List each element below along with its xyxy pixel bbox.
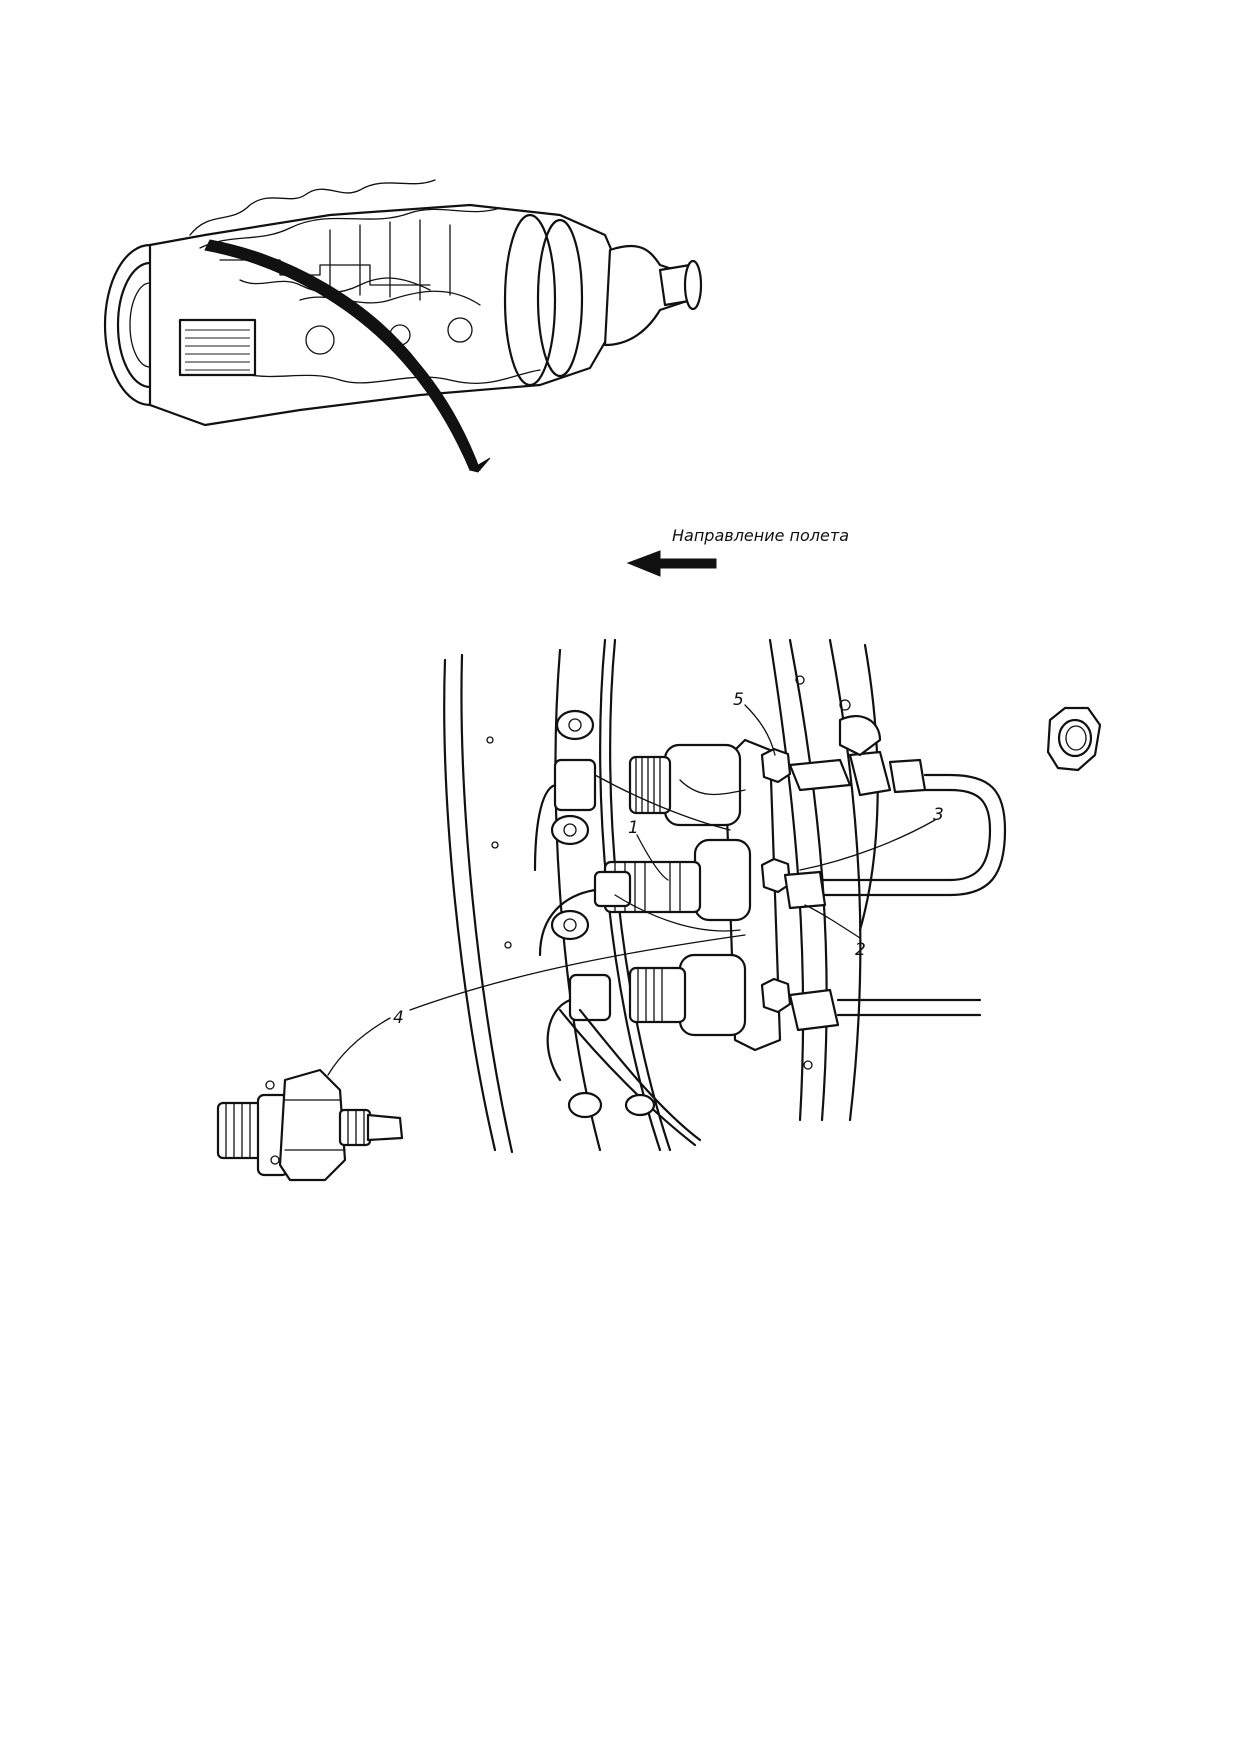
- callout-2: 2: [855, 940, 866, 960]
- callout-4: 4: [393, 1008, 404, 1028]
- flight-direction-indicator: Направление полета: [626, 526, 849, 577]
- callout-1: 1: [628, 818, 639, 838]
- arrow-left-icon: [626, 550, 717, 577]
- callout-3: 3: [933, 805, 944, 825]
- leader-line-5: [744, 704, 776, 756]
- callout-5: 5: [733, 690, 744, 710]
- leader-line-4b: [327, 1017, 391, 1076]
- loose-sensor: [216, 1068, 404, 1182]
- leader-line-1: [636, 834, 669, 881]
- flight-direction-label: Направление полета: [672, 526, 849, 545]
- leader-line-4: [409, 934, 746, 1011]
- sensor-mount-detail-illustration: [216, 638, 1102, 1182]
- engine-overview-illustration: [103, 179, 703, 473]
- leader-line-3: [799, 819, 936, 871]
- loose-nut: [1046, 706, 1102, 772]
- leader-line-2: [804, 904, 861, 939]
